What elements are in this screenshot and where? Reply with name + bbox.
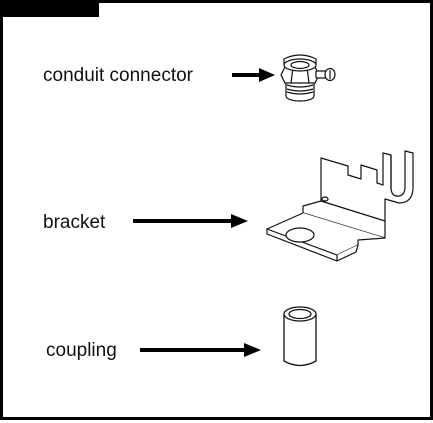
conduit-connector-drawing	[280, 54, 336, 102]
parts-illustration	[133, 54, 414, 367]
bracket-label: bracket	[43, 212, 106, 233]
coupling-label: coupling	[46, 340, 117, 361]
coupling-arrow	[140, 343, 261, 357]
coupling-drawing	[283, 306, 317, 367]
conduit-connector-arrow	[232, 68, 275, 82]
corner-tab	[3, 3, 99, 17]
bracket-drawing	[266, 150, 414, 262]
bracket-arrow	[133, 214, 248, 228]
conduit-connector-label: conduit connector	[43, 65, 193, 86]
